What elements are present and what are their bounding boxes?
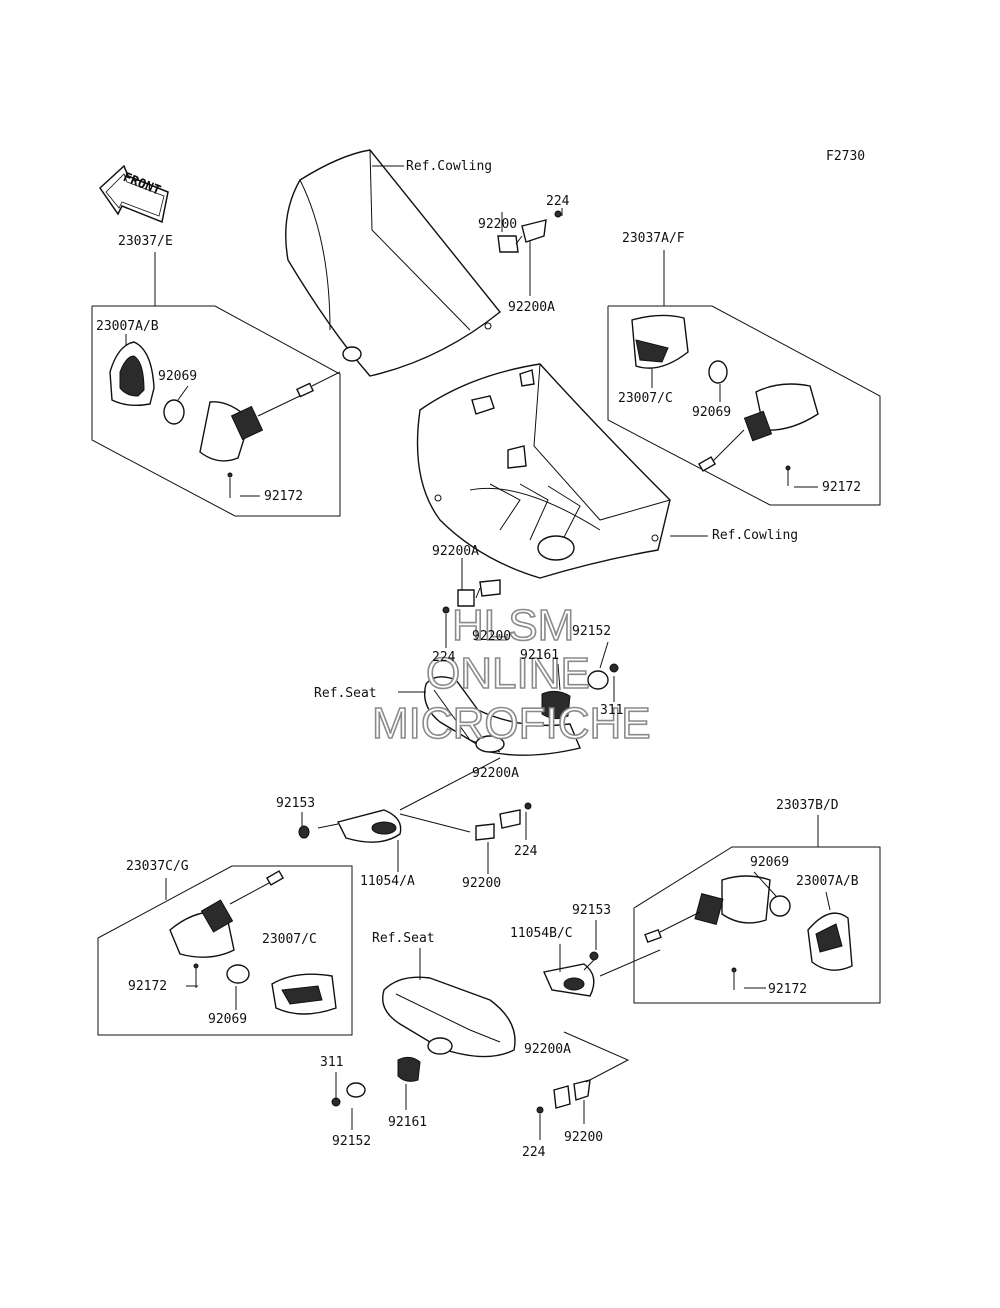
watermark: HLSM ONLINE MICROFICHE: [371, 600, 651, 749]
watermark-line-3: MICROFICHE: [372, 699, 651, 748]
watermark-line-1: HLSM: [452, 601, 574, 650]
label-92172-low: 92172: [128, 979, 167, 994]
cowling-middle: [416, 363, 671, 579]
turn-signal-right-rear: [644, 875, 853, 990]
bracket-11054-a: [298, 757, 532, 843]
label-11054b-c: 11054B/C: [510, 926, 573, 941]
label-311-low: 311: [320, 1055, 343, 1070]
turn-signal-right-front: [631, 314, 819, 486]
label-11054-a: 11054/A: [360, 874, 415, 889]
label-92172-left: 92172: [264, 489, 303, 504]
label-92200-mid: 92200: [472, 629, 511, 644]
label-224-low: 224: [522, 1145, 546, 1160]
group-box-23037a-f: [607, 250, 881, 506]
label-ref-cowling-top: Ref.Cowling: [406, 159, 492, 174]
label-ref-seat-mid: Ref.Seat: [314, 686, 377, 701]
seat-rail-middle: [423, 663, 619, 756]
cowling-top: [285, 149, 501, 377]
label-92161-low: 92161: [388, 1115, 427, 1130]
label-92200-top: 92200: [478, 217, 517, 232]
label-224-mid: 224: [432, 650, 456, 665]
label-23007-c-right: 23007/C: [618, 391, 673, 406]
group-box-23037-e: [91, 252, 341, 517]
bracket-middle: [442, 579, 501, 648]
label-92200a-center: 92200A: [472, 766, 519, 781]
label-311-mid: 311: [600, 703, 623, 718]
label-92153-left: 92153: [276, 796, 315, 811]
label-23037-e: 23037/E: [118, 234, 173, 249]
label-23037b-d: 23037B/D: [776, 798, 839, 813]
label-92161-mid: 92161: [520, 648, 559, 663]
label-224-center: 224: [514, 844, 538, 859]
label-92200-low: 92200: [564, 1130, 603, 1145]
label-92200a-top: 92200A: [508, 300, 555, 315]
label-23007a-b-lowright: 23007A/B: [796, 874, 859, 889]
label-92069-left: 92069: [158, 369, 197, 384]
seat-rail-lower: [331, 976, 516, 1107]
label-ref-seat-low: Ref.Seat: [372, 931, 435, 946]
label-92200-center: 92200: [462, 876, 501, 891]
label-23007a-b-left: 23007A/B: [96, 319, 159, 334]
label-92152-low: 92152: [332, 1134, 371, 1149]
label-92152-mid: 92152: [572, 624, 611, 639]
figure-code: F2730: [826, 149, 865, 164]
label-23007-c-low: 23007/C: [262, 932, 317, 947]
label-92172-lowright: 92172: [768, 982, 807, 997]
label-23037c-g: 23037C/G: [126, 859, 189, 874]
turn-signal-left-rear: [169, 870, 337, 1015]
turn-signal-left-front: [109, 341, 341, 498]
label-92153-right: 92153: [572, 903, 611, 918]
label-92069-low: 92069: [208, 1012, 247, 1027]
watermark-line-2: ONLINE: [426, 649, 590, 698]
bracket-11054-b-c: [536, 949, 661, 1114]
label-92069-right: 92069: [692, 405, 731, 420]
label-92069-lowright: 92069: [750, 855, 789, 870]
bracket-top: [497, 210, 562, 253]
label-92200a-mid: 92200A: [432, 544, 479, 559]
leader-lines: [125, 165, 831, 1140]
front-arrow-icon: FRONT: [99, 164, 169, 224]
group-box-23037c-g: [97, 865, 353, 1036]
label-92172-right: 92172: [822, 480, 861, 495]
label-92200a-low: 92200A: [524, 1042, 571, 1057]
label-224-top: 224: [546, 194, 570, 209]
label-23037a-f: 23037A/F: [622, 231, 685, 246]
group-box-23037b-d: [633, 815, 881, 1004]
label-ref-cowling-mid: Ref.Cowling: [712, 528, 798, 543]
